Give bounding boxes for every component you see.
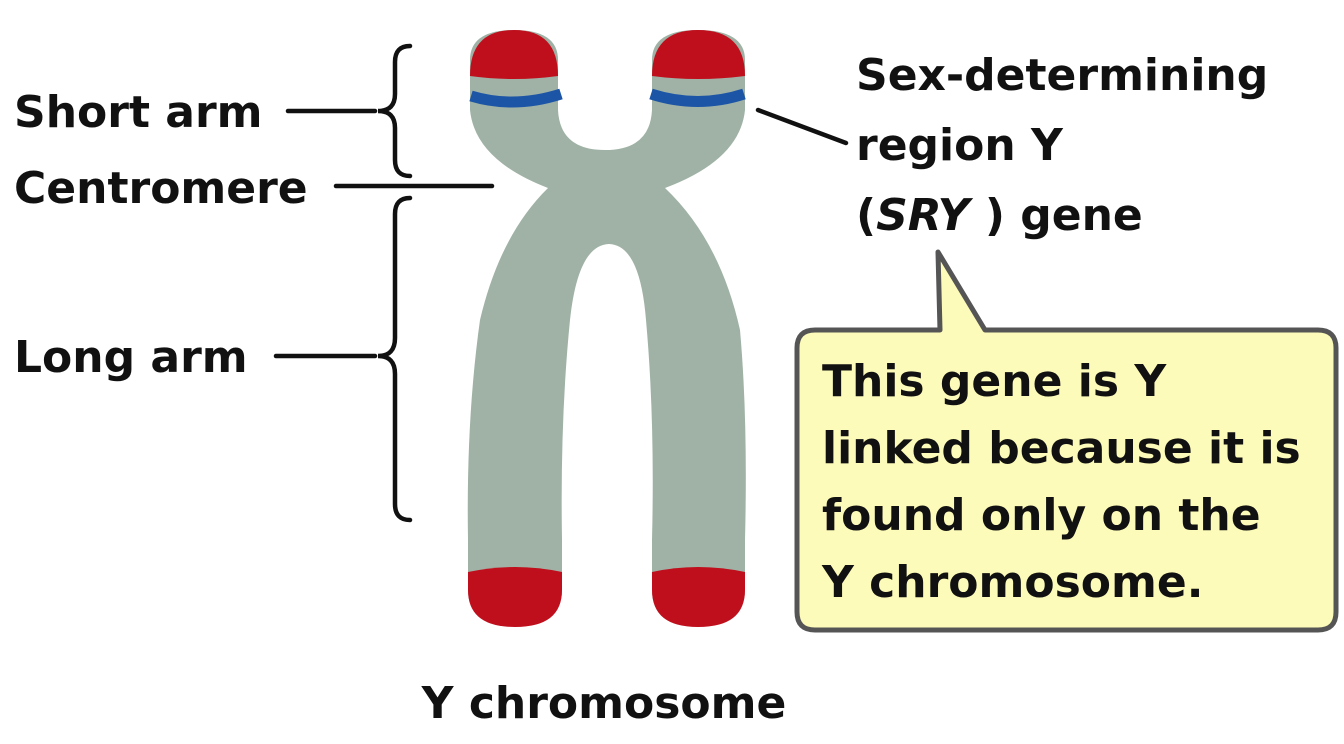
- sry-open-paren: (: [856, 190, 876, 241]
- sry-band-left: [469, 88, 563, 108]
- sry-pointer: [755, 107, 849, 146]
- callout-line-4: Y chromosome.: [821, 557, 1203, 608]
- telomere-bottom-left: [468, 567, 562, 627]
- sry-label-line-3: (SRY ) gene: [856, 190, 1143, 241]
- callout: [794, 249, 1339, 633]
- long-arm-brace: [377, 195, 413, 523]
- chromosome: [467, 30, 746, 627]
- telomere-bottom-right: [652, 567, 745, 627]
- sry-label-line-1: Sex-determining: [856, 50, 1268, 101]
- sry-band-right: [649, 88, 746, 107]
- telomere-top-left: [470, 30, 558, 79]
- short-arm-brace: [377, 43, 413, 179]
- callout-line-3: found only on the: [822, 490, 1261, 541]
- telomere-top-right: [652, 30, 745, 79]
- chromatid-body: [467, 30, 746, 625]
- centromere-label: Centromere: [14, 163, 308, 214]
- long-arm-label: Long arm: [14, 332, 248, 383]
- callout-box: [794, 249, 1339, 633]
- diagram-caption: Y chromosome: [421, 678, 787, 729]
- short-arm-label: Short arm: [14, 87, 263, 138]
- sry-gene-symbol: SRY: [876, 190, 974, 241]
- left-annotations: [273, 43, 849, 523]
- sry-gene-suffix: ) gene: [970, 190, 1143, 241]
- callout-line-1: This gene is Y: [822, 356, 1167, 407]
- sry-label-line-2: region Y: [856, 120, 1064, 171]
- callout-line-2: linked because it is: [822, 423, 1301, 474]
